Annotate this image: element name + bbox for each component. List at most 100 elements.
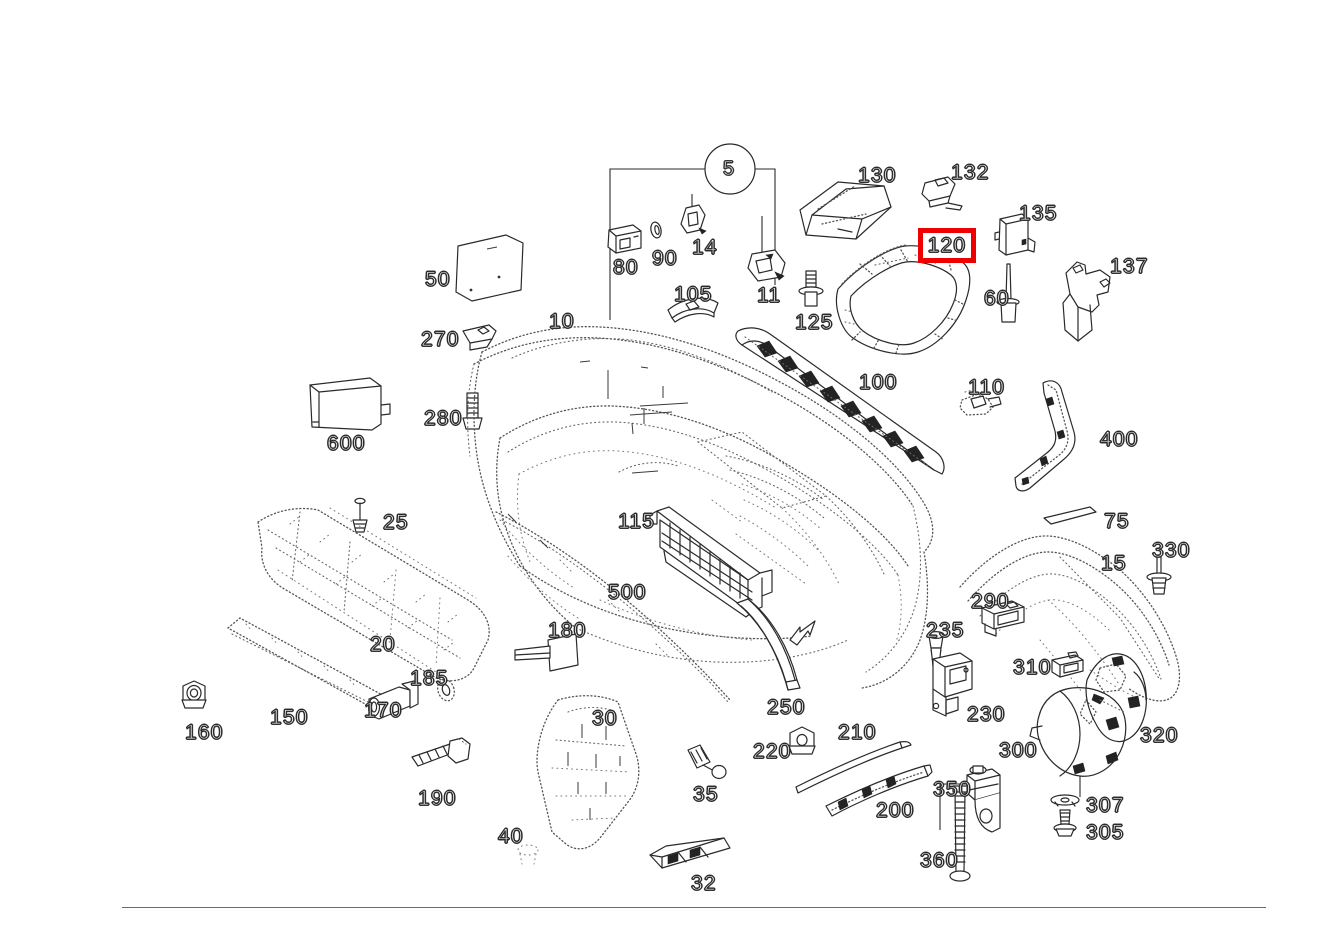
part-label-40: 40 [497, 825, 524, 848]
part-label-310: 310 [1012, 656, 1052, 679]
part-270-shape [462, 324, 497, 351]
callout-5-group [609, 143, 776, 320]
part-label-110: 110 [967, 376, 1006, 399]
part-160-shape [181, 680, 207, 709]
highlight-box-120[interactable]: 120 [918, 228, 976, 263]
part-280-shape [462, 392, 483, 430]
part-label-32: 32 [690, 872, 717, 895]
part-label-132: 132 [950, 161, 990, 184]
part-label-10: 10 [548, 310, 575, 333]
part-label-400: 400 [1099, 428, 1139, 451]
part-210-shape [795, 741, 912, 794]
part-label-250: 250 [766, 696, 806, 719]
part-label-115: 115 [617, 510, 656, 533]
part-label-170: 170 [363, 699, 403, 722]
part-label-290: 290 [970, 590, 1010, 613]
part-label-307: 307 [1085, 794, 1125, 817]
part-label-300: 300 [998, 739, 1038, 762]
part-125-shape [798, 270, 824, 307]
part-label-180: 180 [547, 619, 587, 642]
part-label-350: 350 [932, 778, 972, 801]
part-label-270: 270 [420, 328, 460, 351]
part-310-shape [1051, 651, 1084, 678]
part-60-shape [996, 263, 1020, 323]
part-label-135: 135 [1018, 202, 1058, 225]
part-label-320: 320 [1139, 724, 1179, 747]
part-label-11: 11 [756, 284, 782, 307]
part-label-30: 30 [591, 707, 618, 730]
part-label-500: 500 [607, 581, 647, 604]
part-label-235: 235 [925, 619, 965, 642]
part-label-90: 90 [651, 247, 678, 270]
part-label-330: 330 [1151, 539, 1191, 562]
part-350-shape [939, 765, 1001, 833]
part-132-shape [921, 176, 963, 211]
part-50-shape [455, 234, 524, 302]
part-label-210: 210 [837, 721, 877, 744]
part-320-shape [1085, 653, 1147, 743]
part-20-shape [257, 507, 490, 682]
part-label-230: 230 [966, 703, 1006, 726]
part-500-shape [495, 511, 731, 703]
part-15-shape [959, 535, 1181, 702]
part-105-shape [667, 297, 719, 323]
part-label-75: 75 [1103, 510, 1130, 533]
part-200-shape [825, 764, 933, 817]
callout-leader-right [755, 168, 776, 285]
part-label-20: 20 [369, 633, 396, 656]
part-220-shape [788, 726, 816, 755]
part-35-shape [687, 744, 727, 780]
part-label-305: 305 [1085, 821, 1125, 844]
part-100-shape [735, 327, 945, 475]
part-185-shape [437, 678, 455, 702]
part-label-120: 120 [927, 234, 967, 257]
callout-leader-left [609, 168, 705, 320]
part-11-shape [747, 249, 786, 282]
arrow-indicator [789, 620, 816, 646]
part-label-190: 190 [417, 787, 457, 810]
part-80-shape [607, 224, 642, 254]
callout-number-5: 5 [722, 158, 735, 181]
part-600-shape [309, 377, 391, 431]
part-label-220: 220 [752, 740, 792, 763]
part-label-25: 25 [382, 511, 409, 534]
part-label-200: 200 [875, 799, 915, 822]
part-230-shape [932, 652, 973, 717]
part-307-shape [1050, 794, 1080, 807]
part-label-100: 100 [858, 371, 898, 394]
part-label-80: 80 [612, 256, 639, 279]
part-137-shape [1062, 261, 1111, 342]
part-label-15: 15 [1100, 552, 1127, 575]
part-290-shape [981, 600, 1025, 637]
part-170-shape [367, 680, 419, 720]
part-label-105: 105 [673, 283, 713, 306]
part-label-185: 185 [409, 667, 449, 690]
part-360-shape [949, 785, 971, 882]
part-110-shape [959, 389, 1002, 416]
part-250-shape [736, 598, 801, 691]
part-label-14: 14 [691, 236, 718, 259]
part-10-shape [467, 326, 934, 689]
part-75-shape [1043, 506, 1097, 525]
part-label-60: 60 [983, 287, 1010, 310]
part-400-shape [1014, 380, 1076, 492]
part-90-shape [650, 221, 662, 239]
part-label-137: 137 [1109, 255, 1149, 278]
part-190-shape [411, 737, 471, 767]
part-40-shape [517, 844, 539, 865]
part-label-160: 160 [184, 721, 224, 744]
part-label-280: 280 [423, 407, 463, 430]
part-180-shape [514, 633, 579, 672]
part-130-shape [799, 181, 892, 240]
part-305-shape [1053, 809, 1077, 837]
part-label-35: 35 [692, 783, 719, 806]
part-330-shape [1146, 554, 1172, 595]
part-135-shape [994, 213, 1036, 256]
part-label-50: 50 [424, 268, 451, 291]
part-label-130: 130 [857, 164, 897, 187]
part-32-shape [649, 837, 731, 869]
part-300-shape [1029, 687, 1127, 797]
part-30-shape [536, 695, 640, 850]
